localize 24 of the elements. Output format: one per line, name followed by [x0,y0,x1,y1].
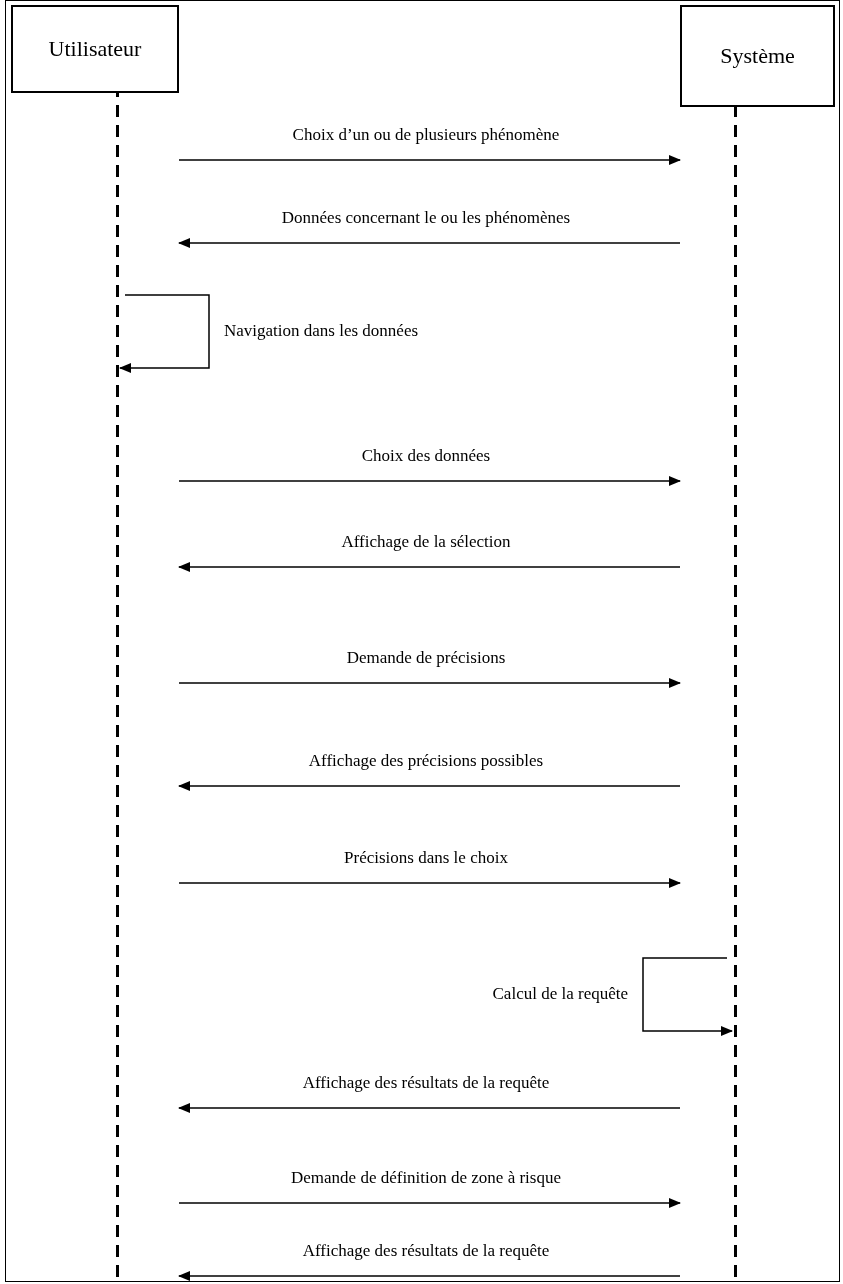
participant-box: Système [680,5,835,107]
message-label: Affichage de la sélection [339,532,513,552]
message-arrow [642,957,733,1036]
message-arrow [119,294,210,373]
participant-box: Utilisateur [11,5,179,93]
message-label: Demande de définition de zone à risque [289,1168,563,1188]
message-arrow [178,155,681,165]
message-label: Choix d’un ou de plusieurs phénomène [290,125,562,145]
message-arrow [178,781,681,791]
message-arrow [178,238,681,248]
message-arrow [178,878,681,888]
message-label: Affichage des précisions possibles [306,751,546,771]
message-arrow [178,1198,681,1208]
message-label: Affichage des résultats de la requête [300,1073,552,1093]
message-arrow [178,562,681,572]
message-label: Affichage des résultats de la requête [300,1241,552,1261]
message-arrow [178,476,681,486]
message-label: Navigation dans les données [222,321,421,341]
message-label: Demande de précisions [344,648,508,668]
message-arrow [178,1271,681,1281]
message-label: Données concernant le ou les phénomènes [279,208,573,228]
message-label: Calcul de la requête [490,984,630,1004]
message-arrow [178,1103,681,1113]
message-arrow [178,678,681,688]
